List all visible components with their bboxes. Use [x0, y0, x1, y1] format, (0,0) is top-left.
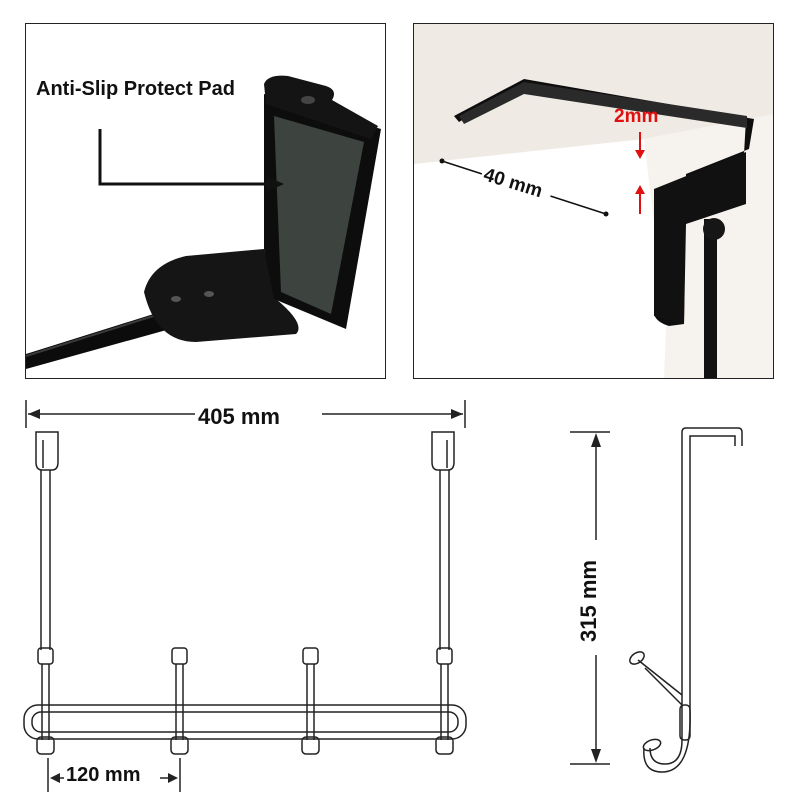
hook-spacing-label: 120 mm	[66, 764, 141, 786]
pad-detail-panel: Anti-Slip Protect Pad	[25, 23, 386, 379]
door-detail-panel: 2mm 40 mm	[413, 23, 774, 379]
hook-on-door-image	[414, 24, 773, 378]
hook-bracket-closeup-image	[26, 75, 381, 369]
height-dimension-label: 315 mm	[575, 560, 601, 642]
anti-slip-pad-label: Anti-Slip Protect Pad	[36, 78, 235, 100]
width-dimension-label: 405 mm	[198, 404, 280, 429]
gap-thickness-label: 2mm	[614, 106, 659, 127]
